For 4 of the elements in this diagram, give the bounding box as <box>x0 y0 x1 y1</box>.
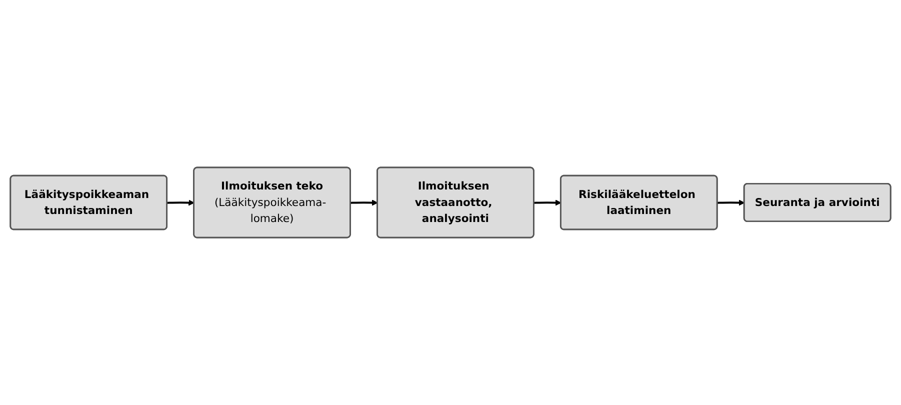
arrow <box>167 200 194 206</box>
arrow <box>534 200 562 206</box>
arrow <box>350 200 378 206</box>
arrow <box>717 200 745 206</box>
